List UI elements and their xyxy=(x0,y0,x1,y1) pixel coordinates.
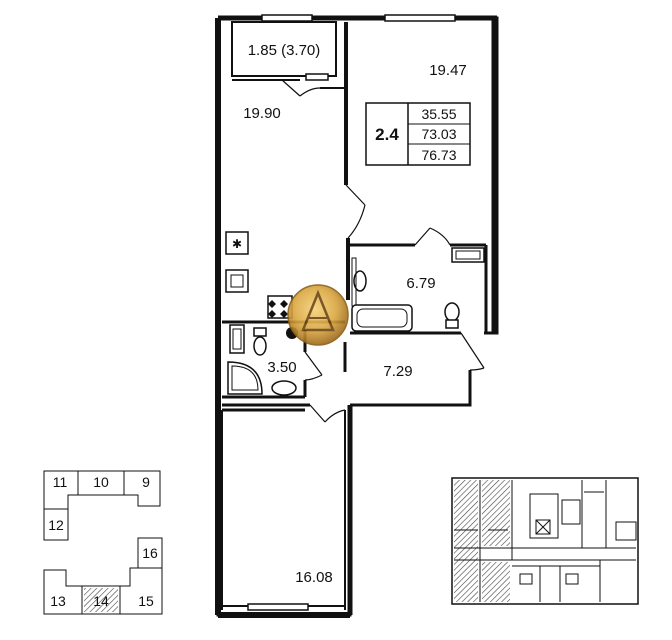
shower-icon xyxy=(451,247,485,263)
sections-outline xyxy=(43,470,163,615)
watermark-logo-icon xyxy=(287,284,349,346)
total-area: 73.03 xyxy=(421,126,456,142)
room-label-hall: 7.29 xyxy=(383,363,412,380)
room-label-bathroom: 6.79 xyxy=(406,275,435,292)
room-label-wc: 3.50 xyxy=(267,359,296,376)
apartment-code: 2.4 xyxy=(375,125,399,144)
section-14: 14 xyxy=(93,593,109,609)
floor-minimap xyxy=(451,477,639,605)
sink-icon xyxy=(225,269,249,293)
washbasin-icon xyxy=(351,257,367,307)
section-12: 12 xyxy=(48,517,64,533)
living-area: 35.55 xyxy=(421,106,456,122)
room-label-bedroom: 19.47 xyxy=(429,62,467,79)
tile-icon xyxy=(267,295,293,319)
section-9: 9 xyxy=(142,474,150,490)
room-label-living: 16.08 xyxy=(295,569,333,586)
section-16: 16 xyxy=(142,545,158,561)
highlighted-section-hatch xyxy=(84,588,118,612)
bathtub-icon xyxy=(351,304,413,332)
section-11: 11 xyxy=(53,474,68,490)
wc-toilet-icon xyxy=(253,327,267,356)
svg-text:✱: ✱ xyxy=(232,237,242,251)
windows xyxy=(247,14,456,611)
wc-washbasin-icon xyxy=(229,324,245,354)
room-label-balcony: 1.85 (3.70) xyxy=(248,42,321,59)
section-10: 10 xyxy=(93,474,109,490)
total-area-with-balcony: 76.73 xyxy=(421,147,456,163)
shower-tray-icon xyxy=(227,361,263,395)
doors xyxy=(281,79,485,423)
section-15: 15 xyxy=(138,593,154,609)
wc-washer-icon xyxy=(271,380,297,396)
apartment-info-box xyxy=(365,102,471,166)
toilet-icon xyxy=(444,302,460,329)
section-13: 13 xyxy=(50,593,66,609)
room-label-kitchen: 19.90 xyxy=(243,105,281,122)
stove-icon: ✱ xyxy=(225,231,249,255)
